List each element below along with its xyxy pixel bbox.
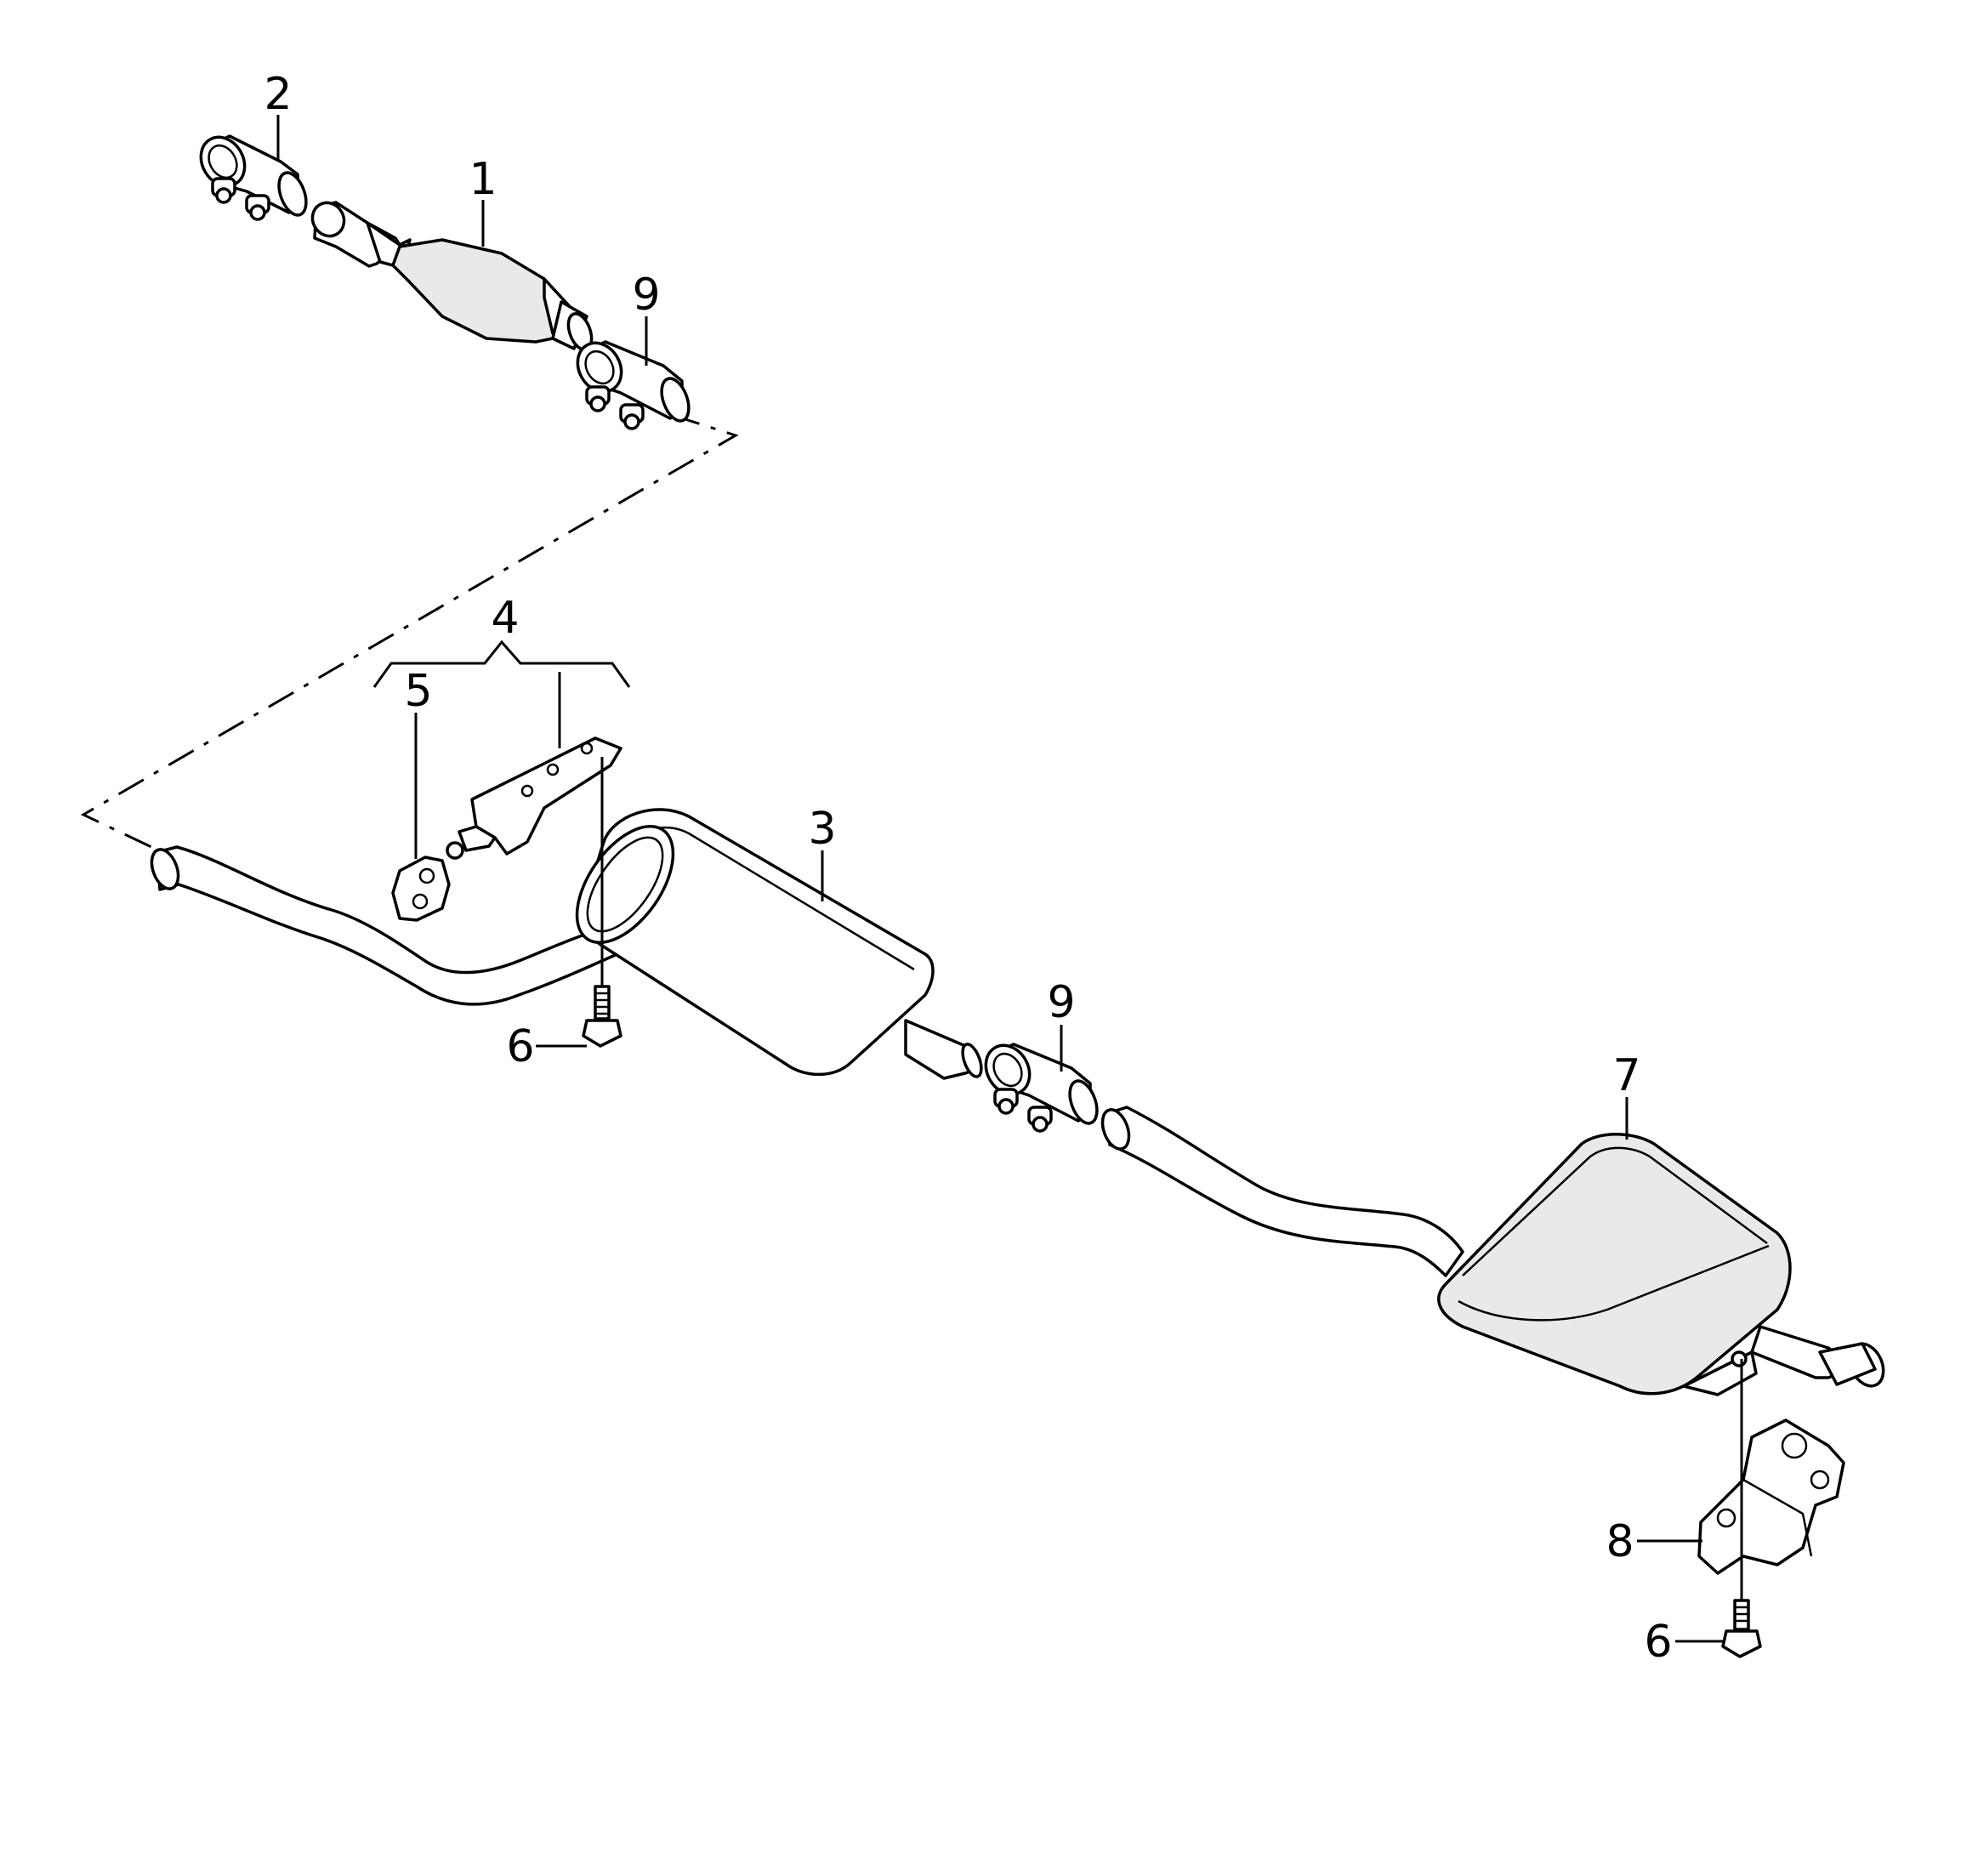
hanger-bracket[interactable] (446, 736, 622, 860)
pipe-clamp-2[interactable] (192, 129, 311, 221)
callout-2: 2 (264, 69, 292, 120)
rear-muffler[interactable] (1437, 1133, 1890, 1396)
pipe-clamp-9-middle[interactable] (977, 1037, 1102, 1133)
callout-5: 5 (404, 666, 432, 717)
pipe-clamp-9-upper[interactable] (569, 335, 694, 430)
assembly-connection-line (80, 413, 739, 856)
bolt-6-front[interactable] (582, 757, 622, 1048)
center-muffler[interactable] (558, 808, 985, 1080)
callout-labels: 1 2 3 4 5 6 6 7 8 9 9 (264, 69, 1672, 1668)
bolt-6-rear[interactable] (1721, 1359, 1762, 1658)
callout-7: 7 (1612, 1050, 1640, 1101)
callout-1: 1 (469, 154, 497, 205)
front-catalytic-converter[interactable] (306, 197, 595, 353)
intermediate-pipe-front[interactable] (147, 845, 622, 1006)
callout-9-middle: 9 (1047, 977, 1075, 1028)
callout-8: 8 (1606, 1516, 1634, 1567)
intermediate-pipe-rear[interactable] (1098, 1106, 1464, 1277)
callout-6-rear: 6 (1644, 1617, 1672, 1668)
rubber-mount[interactable] (391, 856, 451, 922)
callout-9-upper: 9 (632, 270, 660, 321)
rear-bracket[interactable] (1697, 1418, 1845, 1575)
callout-leaders (276, 115, 1725, 1643)
callout-4: 4 (491, 593, 519, 644)
callout-3: 3 (808, 804, 836, 855)
callout-6-front: 6 (506, 1021, 534, 1072)
